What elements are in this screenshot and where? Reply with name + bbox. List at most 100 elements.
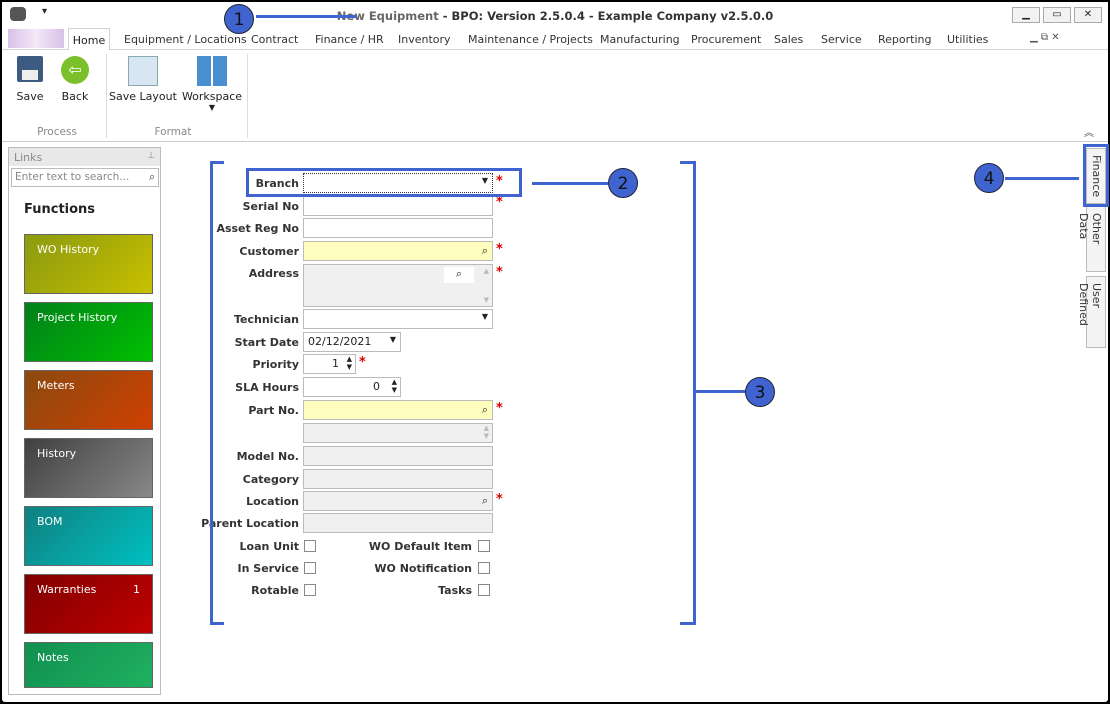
annotation-arrow-4 bbox=[1005, 177, 1079, 180]
wo-default-item-label: WO Default Item bbox=[368, 540, 472, 553]
scroll-arrows-icon[interactable]: ▲▼ bbox=[483, 424, 489, 440]
location-lookup[interactable]: ⌕ bbox=[303, 491, 493, 511]
tile-bom[interactable]: BOM bbox=[24, 506, 153, 566]
save-button[interactable]: Save bbox=[12, 56, 48, 103]
search-icon[interactable]: ⌕ bbox=[481, 403, 488, 416]
back-arrow-icon: ⇦ bbox=[61, 56, 89, 84]
save-icon bbox=[17, 56, 43, 82]
application-menu-button[interactable] bbox=[8, 29, 64, 48]
wo-notification-checkbox[interactable] bbox=[478, 562, 490, 574]
spinner-arrows-icon[interactable]: ▲▼ bbox=[391, 378, 397, 394]
tile-history[interactable]: History bbox=[24, 438, 153, 498]
address-input[interactable]: ⌕ ▲ ▼ bbox=[303, 264, 493, 307]
tab-manufacturing[interactable]: Manufacturing bbox=[600, 33, 680, 46]
required-marker: * bbox=[496, 265, 503, 280]
tab-maintenance-projects[interactable]: Maintenance / Projects bbox=[468, 33, 593, 46]
side-tab-finance[interactable]: Finance bbox=[1086, 148, 1106, 204]
window-title: New Equipment - BPO: Version 2.5.0.4 - E… bbox=[336, 9, 774, 23]
loan-unit-checkbox[interactable] bbox=[304, 540, 316, 552]
quick-access-dropdown-icon[interactable]: ▾ bbox=[42, 6, 48, 17]
priority-spinner[interactable]: 1▲▼ bbox=[303, 354, 356, 374]
links-header: Links⊥ bbox=[9, 148, 160, 166]
required-marker: * bbox=[496, 195, 503, 210]
tasks-label: Tasks bbox=[438, 584, 472, 597]
pin-icon[interactable]: ⊥ bbox=[147, 151, 155, 161]
tab-inventory[interactable]: Inventory bbox=[398, 33, 451, 46]
scroll-up-icon[interactable]: ▲ bbox=[483, 267, 489, 275]
search-icon[interactable]: ⌕ bbox=[481, 244, 488, 257]
category-label: Category bbox=[242, 473, 299, 486]
tile-wo-history[interactable]: WO History bbox=[24, 234, 153, 294]
tile-notes[interactable]: Notes bbox=[24, 642, 153, 688]
workspace-button[interactable]: Workspace▼ bbox=[180, 56, 244, 112]
tab-utilities[interactable]: Utilities bbox=[947, 33, 989, 46]
loan-unit-label: Loan Unit bbox=[239, 540, 299, 553]
save-label: Save bbox=[16, 90, 44, 103]
maximize-button[interactable]: ▭ bbox=[1043, 7, 1071, 23]
required-marker: * bbox=[496, 401, 503, 416]
serial-no-input[interactable] bbox=[303, 196, 493, 216]
customer-lookup[interactable]: ⌕ bbox=[303, 241, 493, 261]
annotation-marker-4: 4 bbox=[974, 163, 1004, 193]
parent-location-label: Parent Location bbox=[201, 517, 299, 530]
asset-reg-no-input[interactable] bbox=[303, 218, 493, 238]
save-layout-button[interactable]: Save Layout bbox=[108, 56, 178, 103]
annotation-bracket-right bbox=[680, 161, 696, 625]
tab-procurement[interactable]: Procurement bbox=[691, 33, 762, 46]
tab-home[interactable]: Home bbox=[68, 28, 110, 51]
part-description-input[interactable]: ▲▼ bbox=[303, 423, 493, 443]
back-button[interactable]: ⇦ Back bbox=[57, 56, 93, 103]
customer-label: Customer bbox=[239, 245, 299, 258]
search-icon[interactable]: ⌕ bbox=[444, 267, 474, 283]
scroll-down-icon[interactable]: ▼ bbox=[483, 296, 489, 304]
tab-equipment-locations[interactable]: Equipment / Locations bbox=[124, 33, 247, 46]
side-tab-user-defined[interactable]: User Defined bbox=[1077, 276, 1106, 348]
chevron-down-icon: ▼ bbox=[481, 312, 488, 321]
model-no-input[interactable] bbox=[303, 446, 493, 466]
links-panel: Links⊥ Enter text to search...⌕ Function… bbox=[8, 147, 161, 695]
asset-reg-no-label: Asset Reg No bbox=[216, 222, 299, 235]
minimize-button[interactable]: ▁ bbox=[1012, 7, 1040, 23]
search-icon: ⌕ bbox=[149, 171, 155, 183]
location-label: Location bbox=[246, 495, 299, 508]
wo-default-item-checkbox[interactable] bbox=[478, 540, 490, 552]
collapse-ribbon-icon[interactable]: ︽ bbox=[1084, 128, 1094, 139]
tasks-checkbox[interactable] bbox=[478, 584, 490, 596]
annotation-marker-3: 3 bbox=[745, 377, 775, 407]
functions-heading: Functions bbox=[24, 202, 96, 217]
parent-location-input[interactable] bbox=[303, 513, 493, 533]
branch-select[interactable]: ▼ bbox=[303, 173, 493, 193]
wo-notification-label: WO Notification bbox=[374, 562, 472, 575]
model-no-label: Model No. bbox=[236, 450, 299, 463]
start-date-picker[interactable]: 02/12/2021▼ bbox=[303, 332, 401, 352]
search-icon[interactable]: ⌕ bbox=[481, 494, 488, 507]
close-button[interactable]: ✕ bbox=[1074, 7, 1102, 23]
category-input[interactable] bbox=[303, 469, 493, 489]
annotation-marker-2: 2 bbox=[608, 168, 638, 198]
ribbon-minimize-icon[interactable]: ▁ ⧉ ✕ bbox=[1030, 32, 1060, 43]
technician-select[interactable]: ▼ bbox=[303, 309, 493, 329]
tab-service[interactable]: Service bbox=[821, 33, 862, 46]
tab-finance-hr[interactable]: Finance / HR bbox=[315, 33, 384, 46]
required-marker: * bbox=[359, 355, 366, 370]
rotable-checkbox[interactable] bbox=[304, 584, 316, 596]
tab-contract[interactable]: Contract bbox=[251, 33, 299, 46]
links-search-input[interactable]: Enter text to search...⌕ bbox=[11, 168, 159, 187]
spinner-arrows-icon[interactable]: ▲▼ bbox=[346, 355, 352, 371]
sla-hours-spinner[interactable]: 0▲▼ bbox=[303, 377, 401, 397]
group-process-label: Process bbox=[37, 126, 77, 138]
address-label: Address bbox=[248, 267, 299, 280]
tab-reporting[interactable]: Reporting bbox=[878, 33, 932, 46]
branch-label: Branch bbox=[255, 177, 299, 190]
technician-label: Technician bbox=[233, 313, 299, 326]
chevron-down-icon: ▼ bbox=[481, 176, 488, 185]
tile-meters[interactable]: Meters bbox=[24, 370, 153, 430]
in-service-checkbox[interactable] bbox=[304, 562, 316, 574]
part-no-lookup[interactable]: ⌕ bbox=[303, 400, 493, 420]
annotation-arrow-1 bbox=[256, 15, 356, 18]
side-tab-other-data[interactable]: Other Data bbox=[1077, 206, 1106, 272]
part-no-label: Part No. bbox=[248, 404, 299, 417]
tile-project-history[interactable]: Project History bbox=[24, 302, 153, 362]
tab-sales[interactable]: Sales bbox=[774, 33, 804, 46]
